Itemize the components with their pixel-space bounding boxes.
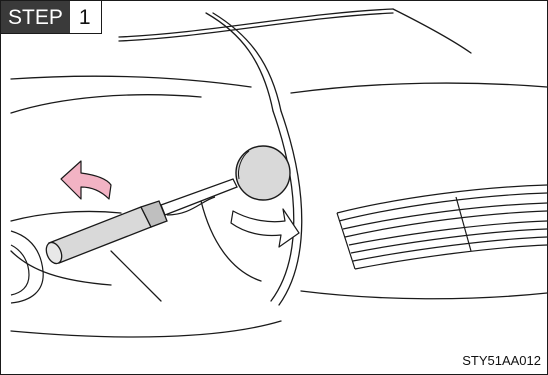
cover-cap-icon [236,146,290,200]
figure-code: STY51AA012 [462,353,541,368]
step-number: 1 [70,1,101,33]
pry-arrow-icon [61,161,111,199]
step-label: STEP [1,1,70,33]
step-badge: STEP 1 [1,1,102,34]
rotate-arrow-icon [231,209,299,247]
grille [337,185,547,269]
fog-lamp-recess [11,231,43,303]
